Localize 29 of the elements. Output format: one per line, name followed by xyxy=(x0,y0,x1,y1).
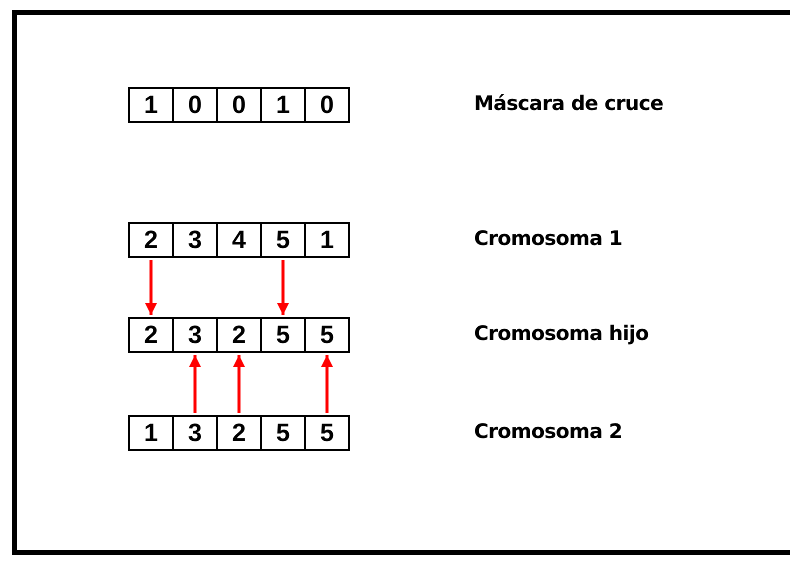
gene-cell: 2 xyxy=(128,222,174,258)
row-label: Cromosoma hijo xyxy=(474,321,648,345)
gene-cell: 5 xyxy=(304,317,350,353)
gene-cell: 0 xyxy=(304,87,350,123)
gene-cell: 1 xyxy=(128,415,174,451)
gene-cell: 5 xyxy=(260,222,306,258)
gene-cell: 1 xyxy=(128,87,174,123)
gene-cell: 5 xyxy=(260,415,306,451)
gene-cell: 0 xyxy=(172,87,218,123)
row-label: Cromosoma 1 xyxy=(474,226,622,250)
gene-cell: 3 xyxy=(172,317,218,353)
arrow xyxy=(145,260,157,315)
row-label: Cromosoma 2 xyxy=(474,419,622,443)
gene-cell: 2 xyxy=(128,317,174,353)
gene-cell: 5 xyxy=(304,415,350,451)
gene-cell: 1 xyxy=(260,87,306,123)
gene-cell: 0 xyxy=(216,87,262,123)
row-label: Máscara de cruce xyxy=(474,91,664,115)
gene-cell: 3 xyxy=(172,222,218,258)
gene-cell: 4 xyxy=(216,222,262,258)
gene-cell: 3 xyxy=(172,415,218,451)
gene-cell: 1 xyxy=(304,222,350,258)
gene-cell: 2 xyxy=(216,317,262,353)
gene-cell: 2 xyxy=(216,415,262,451)
arrow xyxy=(277,260,289,315)
gene-cell: 5 xyxy=(260,317,306,353)
arrow xyxy=(233,355,245,413)
arrow xyxy=(189,355,201,413)
arrow xyxy=(321,355,333,413)
